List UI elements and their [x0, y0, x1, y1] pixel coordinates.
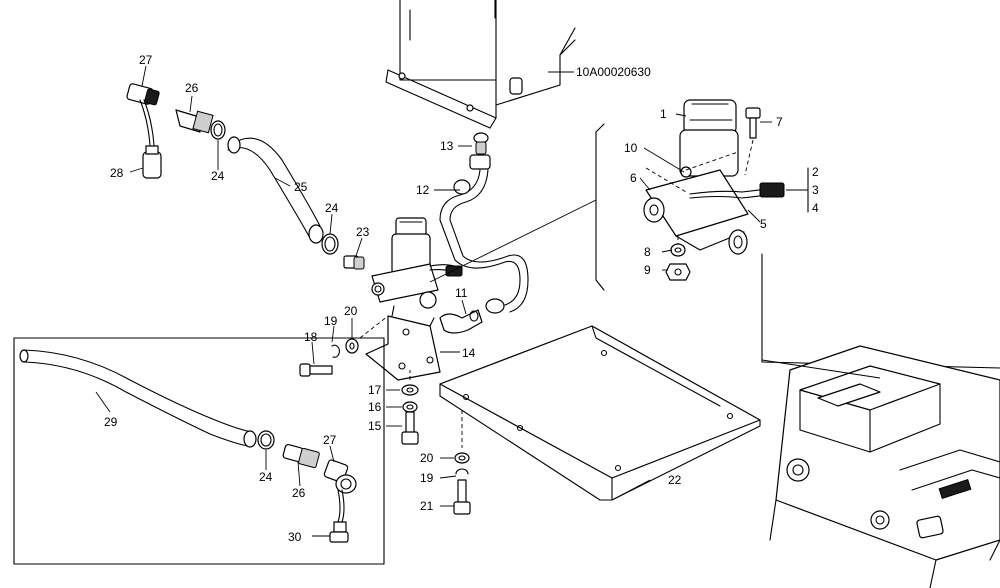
callout-22: 22	[668, 473, 682, 487]
reference-code-label: 10A00020630	[576, 65, 651, 79]
inset-box	[13, 337, 385, 565]
upper-left-hose-group	[126, 83, 365, 270]
callout-25: 25	[294, 180, 308, 194]
tank-assembly: 10A00020630	[385, 0, 651, 129]
callout-23: 23	[356, 225, 370, 239]
callout-26-inset: 26	[292, 486, 306, 500]
leader-lines	[95, 65, 772, 537]
callout-11: 11	[455, 286, 468, 300]
callout-1: 1	[660, 107, 667, 121]
callout-27-inset: 27	[323, 433, 337, 447]
callout-15: 15	[368, 419, 382, 433]
callout-29: 29	[104, 415, 118, 429]
callout-20: 20	[344, 304, 358, 318]
fuel-line-group	[429, 132, 597, 334]
callout-14: 14	[462, 346, 476, 360]
callout-21: 21	[420, 499, 434, 513]
callout-12: 12	[416, 183, 430, 197]
callout-3: 3	[812, 183, 819, 197]
callout-2: 2	[812, 165, 819, 179]
callout-24-mid: 24	[325, 201, 339, 215]
callout-8: 8	[644, 245, 651, 259]
callout-10: 10	[624, 141, 638, 155]
machine-frame	[761, 253, 1000, 588]
callout-labels: 1 2 3 4 5 6 7 8 9 10 11 12 13 14 15 16 1…	[104, 53, 819, 544]
callout-18: 18	[304, 330, 318, 344]
callout-4: 4	[812, 201, 819, 215]
callout-20-lower: 20	[420, 451, 434, 465]
callout-26: 26	[185, 81, 199, 95]
callout-30: 30	[288, 530, 302, 544]
callout-6: 6	[630, 171, 637, 185]
hardware-stack-tray	[453, 452, 471, 515]
callout-9: 9	[644, 263, 651, 277]
hardware-stack-left	[299, 315, 419, 445]
callout-13: 13	[440, 139, 454, 153]
callout-28: 28	[110, 166, 124, 180]
callout-19-lower: 19	[420, 471, 434, 485]
right-pump-assembly	[595, 99, 809, 291]
callout-16: 16	[368, 400, 382, 414]
callout-7: 7	[776, 115, 783, 129]
callout-24: 24	[211, 169, 225, 183]
callout-5: 5	[760, 217, 767, 231]
callout-27: 27	[139, 53, 153, 67]
callout-24-inset: 24	[259, 470, 273, 484]
callout-19: 19	[324, 314, 338, 328]
center-pump-assembly	[365, 217, 463, 381]
callout-17: 17	[368, 383, 382, 397]
tray-22	[439, 325, 761, 501]
